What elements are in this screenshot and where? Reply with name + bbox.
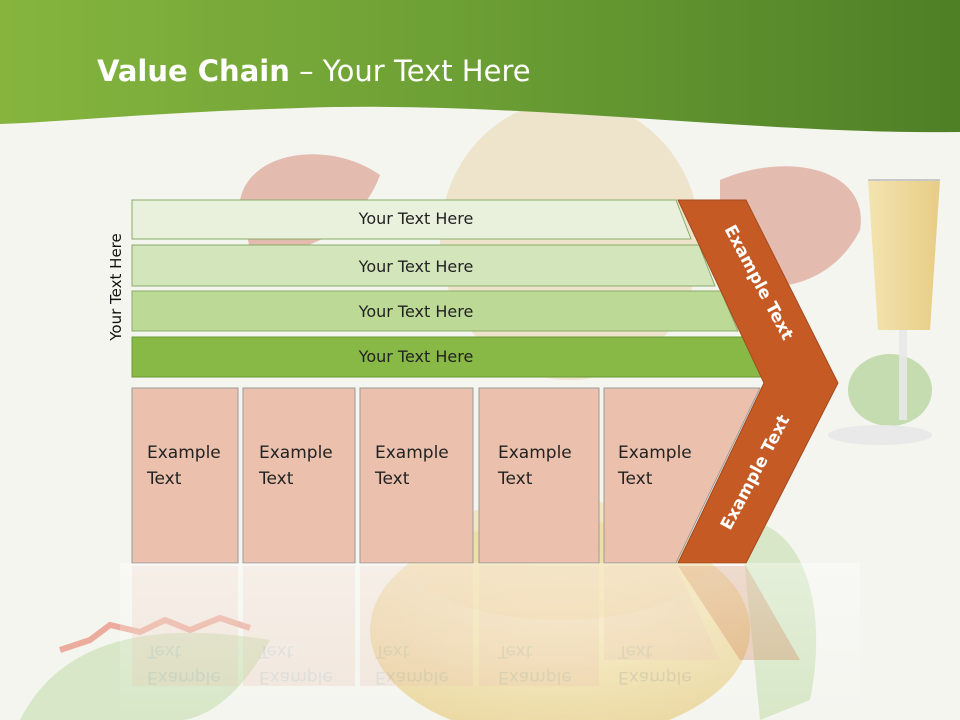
activity-box-1-line2: Text	[146, 469, 182, 489]
reflection-fade	[120, 563, 860, 720]
support-bar-1	[131, 199, 692, 240]
activity-box-3	[359, 387, 474, 564]
activity-box-1	[131, 387, 239, 564]
activity-box-2-line1: Example	[259, 443, 333, 463]
activity-box-5-line1: Example	[618, 443, 692, 463]
support-bar-3	[131, 290, 739, 332]
activity-box-1-line1: Example	[147, 443, 221, 463]
header-band	[0, 0, 960, 133]
support-bar-4-label: Your Text Here	[358, 347, 474, 366]
activity-box-4-line1: Example	[498, 443, 572, 463]
activity-box-3-line1: Example	[375, 443, 449, 463]
activity-box-2-line2: Text	[258, 469, 294, 489]
activity-box-5-line2: Text	[617, 469, 653, 489]
activity-box-3-line2: Text	[374, 469, 410, 489]
support-bar-3-label: Your Text Here	[358, 302, 474, 321]
title-bold: Value Chain	[97, 54, 290, 88]
activity-box-2	[242, 387, 356, 564]
slide-title: Value Chain – Your Text Here	[97, 54, 531, 88]
support-bar-2-label: Your Text Here	[358, 257, 474, 276]
support-bar-1-label: Your Text Here	[358, 209, 474, 228]
title-rest: – Your Text Here	[289, 54, 531, 88]
support-bar-2	[131, 244, 716, 287]
activity-box-4	[478, 387, 600, 564]
activity-box-4-line2: Text	[497, 469, 533, 489]
